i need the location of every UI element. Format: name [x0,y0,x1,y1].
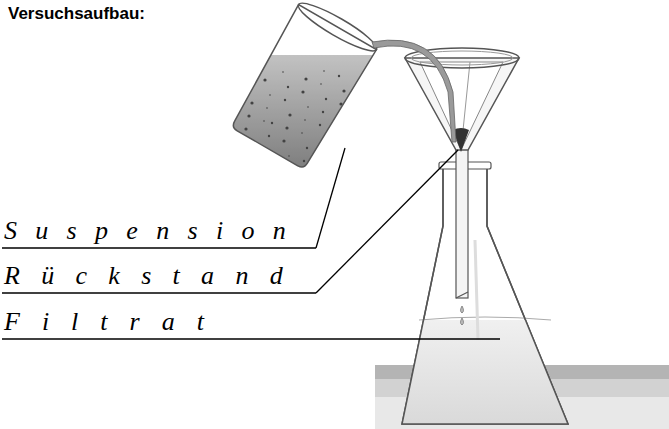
particle [361,82,363,84]
particle [323,138,326,141]
particle [358,163,361,166]
particle [300,173,302,175]
particle [252,171,254,173]
diagram-title: Versuchsaufbau: [8,4,145,24]
pouring-stream [372,40,456,142]
particle [358,95,360,97]
particle [344,159,346,161]
particle [355,176,358,179]
particle [269,162,272,165]
particle [307,174,310,177]
particle [357,136,359,138]
part-label: Rückstand [4,261,304,291]
particle [361,150,364,153]
particle [360,123,362,125]
particle [250,143,252,145]
particle [234,69,236,71]
part-label: Suspension [4,216,304,246]
particle [246,87,248,89]
particle [345,118,347,120]
erlenmeyer-flask [395,162,575,429]
particle [320,151,323,154]
particle [363,110,365,112]
particle [339,144,341,146]
particle [249,74,251,76]
particle [342,131,344,133]
beaker [200,0,400,195]
particle [341,172,343,174]
particle [266,175,269,178]
part-label: Filtrat [4,307,226,337]
leader-lines [2,148,500,339]
particle [326,167,328,169]
particle [247,156,249,158]
particle [285,168,287,170]
